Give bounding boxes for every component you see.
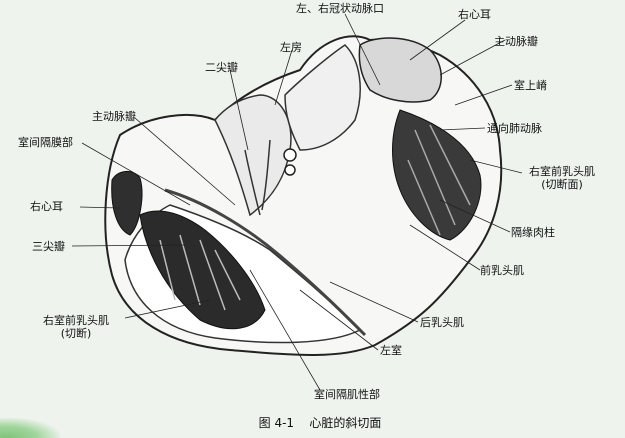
label-tricuspid-valve: 三尖瓣 xyxy=(32,240,65,253)
figure-number: 图 4-1 xyxy=(259,416,294,430)
label-right-auricle-top: 右心耳 xyxy=(458,8,491,21)
label-aortic-valve-left: 主动脉瓣 xyxy=(92,110,136,123)
figure-title: 心脏的斜切面 xyxy=(309,416,381,430)
label-coronary-orifice: 左、右冠状动脉口 xyxy=(296,2,384,15)
label-membranous-septum: 室间隔膜部 xyxy=(18,136,73,149)
label-left-ventricle: 左室 xyxy=(380,344,402,357)
label-rv-papillary-left-line2: (切断) xyxy=(24,327,128,340)
label-rv-papillary-right-line1: 右室前乳头肌 xyxy=(516,165,608,178)
figure-caption: 图 4-1 心脏的斜切面 xyxy=(200,414,440,431)
label-rv-papillary-left-line1: 右室前乳头肌 xyxy=(24,314,128,327)
label-mitral-valve: 二尖瓣 xyxy=(205,61,238,74)
label-posterior-papillary: 后乳头肌 xyxy=(420,316,464,329)
label-right-auricle-left: 右心耳 xyxy=(30,200,63,213)
label-left-atrium: 左房 xyxy=(280,41,302,54)
label-anterior-papillary: 前乳头肌 xyxy=(480,264,524,277)
label-to-pulmonary-artery: 通向肺动脉 xyxy=(487,122,542,135)
label-supraventricular-crest: 室上嵴 xyxy=(514,79,547,92)
corner-decoration xyxy=(0,418,60,438)
label-rv-papillary-left: 右室前乳头肌 (切断) xyxy=(24,314,128,340)
label-aortic-valve-right: 主动脉瓣 xyxy=(494,35,538,48)
label-muscular-septum: 室间隔肌性部 xyxy=(314,388,380,401)
label-rv-papillary-right-line2: (切断面) xyxy=(516,178,608,191)
label-rv-papillary-right: 右室前乳头肌 (切断面) xyxy=(516,165,608,191)
label-septomarginal-trabecula: 隔缘肉柱 xyxy=(511,226,555,239)
